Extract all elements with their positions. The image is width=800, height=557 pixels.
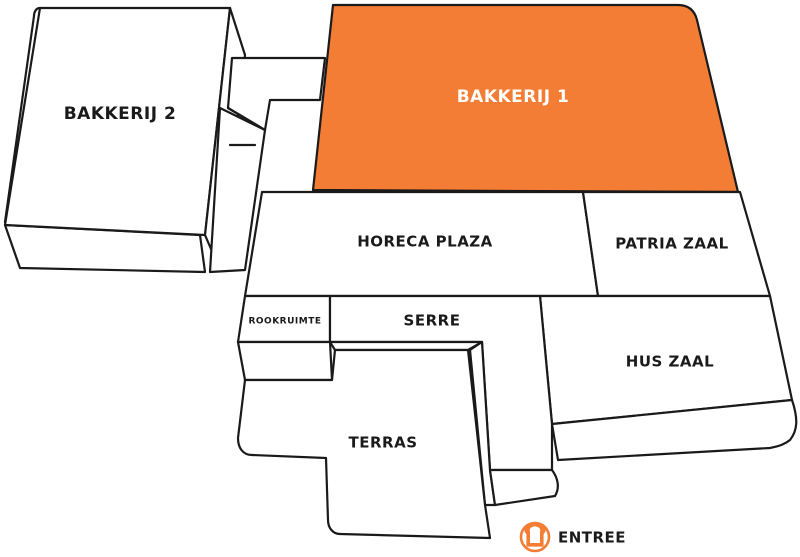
room-horeca-plaza[interactable]: HORECA PLAZA [243,190,600,298]
entrance-label: ENTREE [558,529,626,547]
label-patria-zaal: PATRIA ZAAL [615,235,728,253]
label-terras: TERRAS [349,434,418,452]
label-bakkerij-2: BAKKERIJ 2 [64,104,177,124]
room-terras[interactable]: TERRAS [236,348,492,540]
bread-icon [524,521,546,547]
room-rookruimte[interactable]: ROOKRUIMTE [236,294,334,382]
label-hus-zaal: HUS ZAAL [626,353,714,371]
room-bakkerij-1[interactable]: BAKKERIJ 1 [311,3,740,194]
entrance-marker[interactable]: ENTREE [519,521,626,553]
room-hus-zaal[interactable]: HUS ZAAL [538,294,798,462]
label-horeca-plaza: HORECA PLAZA [357,233,493,251]
room-bakkerij-2[interactable]: BAKKERIJ 2 [3,6,247,274]
label-rookruimte: ROOKRUIMTE [248,317,321,327]
room-serre[interactable]: SERRE [328,294,559,507]
label-serre: SERRE [404,312,461,330]
label-bakkerij-1: BAKKERIJ 1 [457,87,570,107]
corridor [208,56,327,274]
room-patria-zaal[interactable]: PATRIA ZAAL [581,190,772,298]
